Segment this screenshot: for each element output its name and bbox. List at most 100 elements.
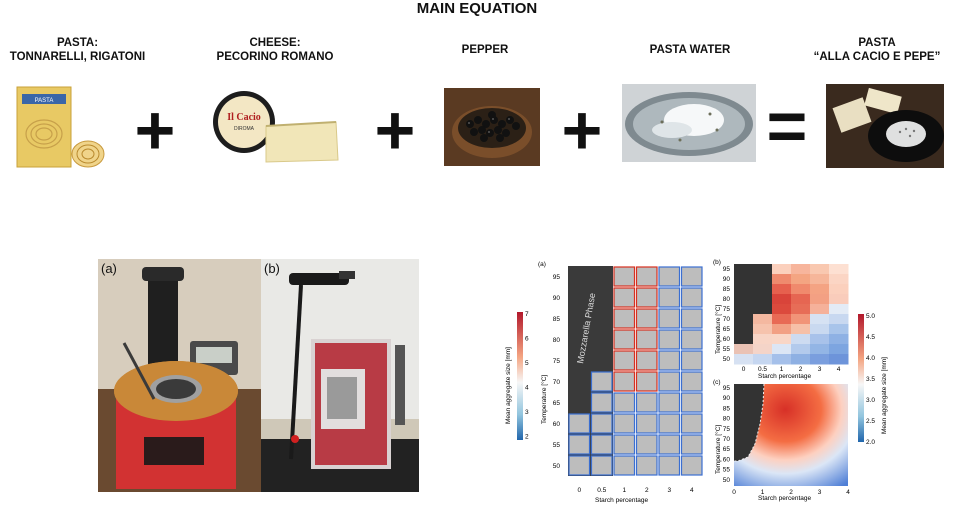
- panel-c-boundary: [734, 383, 765, 462]
- sample-cell: [613, 287, 636, 308]
- sample-cell: [613, 371, 636, 392]
- sample-cell: [658, 350, 681, 371]
- panel-b-cell: [772, 314, 792, 325]
- panel-b-ytick: 55: [723, 346, 731, 353]
- pasta-photo: PASTA: [14, 84, 106, 170]
- cheese-label-line1: CHEESE:: [249, 37, 301, 49]
- colorbar-bc-tick: 2.5: [866, 418, 875, 425]
- panel-b-cell: [734, 334, 754, 345]
- colorbar-a: [517, 312, 523, 440]
- colorbar-a-tick: 4: [525, 385, 529, 392]
- panel-a-xtick: 0.5: [597, 487, 606, 494]
- panel-b-cell: [791, 314, 811, 325]
- panel-b-xtick: 2: [799, 366, 803, 373]
- panel-b-cell: [791, 324, 811, 335]
- panel-b-cell: [772, 324, 792, 335]
- panel-a-xtick: 2: [645, 487, 649, 494]
- panel-b-cell: [734, 324, 754, 335]
- panel-b-xtick: 1: [780, 366, 784, 373]
- panel-b-cell: [734, 304, 754, 315]
- page-title: MAIN EQUATION: [416, 0, 538, 17]
- cheese-photo: Il Cacio DIROMA: [210, 86, 340, 166]
- panel-b-cell: [753, 344, 773, 355]
- plus-sign-2: +: [374, 91, 416, 169]
- pepper-photo: [444, 88, 540, 166]
- colorbar-bc: [858, 314, 864, 442]
- panel-a-xtick: 0: [577, 487, 581, 494]
- sample-cell: [680, 329, 703, 350]
- sample-cell: [590, 455, 613, 476]
- panel-c-xtick: 1: [761, 489, 765, 496]
- panel-b-cell: [829, 344, 849, 355]
- sample-cell: [613, 413, 636, 434]
- sample-cell: [635, 434, 658, 455]
- sample-cell: [613, 308, 636, 329]
- sample-cell: [658, 434, 681, 455]
- panel-b-cell: [791, 354, 811, 365]
- panel-b-cell: [791, 274, 811, 285]
- sample-cell: [613, 392, 636, 413]
- sample-cell: [635, 350, 658, 371]
- panel-b-ytick: 85: [723, 286, 731, 293]
- panel-b-ytick: 75: [723, 306, 731, 313]
- panel-b-xtick: 0.5: [758, 366, 767, 373]
- panel-b-ytick: 65: [723, 326, 731, 333]
- panel-c-ytick: 65: [723, 446, 731, 453]
- cheese-label-line2: PECORINO ROMANO: [216, 51, 334, 63]
- panel-b-cell: [734, 344, 754, 355]
- panel-c-ytick: 80: [723, 416, 731, 423]
- pasta-label-line1: PASTA:: [56, 37, 99, 49]
- panel-a-grid: [568, 266, 703, 476]
- panel-a-ytick: 75: [553, 358, 561, 365]
- panel-c-tag: (c): [713, 379, 721, 386]
- panel-a-ytick: 95: [553, 274, 561, 281]
- sample-cell: [680, 266, 703, 287]
- panel-b-cell: [791, 284, 811, 295]
- sample-cell: [568, 413, 591, 434]
- panel-c-ytick: 70: [723, 436, 731, 443]
- cheese-label: CHEESE: PECORINO ROMANO: [200, 36, 350, 64]
- panel-b-cell: [791, 304, 811, 315]
- panel-b-cell: [772, 304, 792, 315]
- panel-b-ytick: 70: [723, 316, 731, 323]
- colorbar-bc-tick: 5.0: [866, 313, 875, 320]
- panel-c-xtick: 4: [846, 489, 850, 496]
- sample-cell: [635, 455, 658, 476]
- panel-b-cell: [829, 274, 849, 285]
- panel-b-cell: [829, 284, 849, 295]
- panel-b-cell: [772, 264, 792, 275]
- panel-b-cell: [791, 334, 811, 345]
- panel-c-ytick: 75: [723, 426, 731, 433]
- sample-cell: [680, 455, 703, 476]
- sample-cell: [680, 413, 703, 434]
- panel-b-xlabel: Starch percentage: [758, 373, 812, 380]
- panel-c-ytick: 60: [723, 456, 731, 463]
- sample-cell: [680, 434, 703, 455]
- sample-cell: [680, 350, 703, 371]
- panel-c-xtick: 0: [732, 489, 736, 496]
- panel-b-cell: [734, 314, 754, 325]
- panel-b-cell: [810, 294, 830, 305]
- result-label: PASTA “ALLA CACIO E PEPE”: [800, 36, 954, 64]
- panel-b-cell: [791, 264, 811, 275]
- panel-b-cell: [829, 294, 849, 305]
- sample-cell: [613, 455, 636, 476]
- panel-b-ytick: 60: [723, 336, 731, 343]
- panel-b-cell: [829, 304, 849, 315]
- panel-c-ytick: 90: [723, 395, 731, 402]
- sample-cell: [590, 413, 613, 434]
- panel-b-cell: [753, 324, 773, 335]
- panel-b-cell: [734, 294, 754, 305]
- panel-b-cell: [829, 314, 849, 325]
- equals-sign: =: [766, 87, 808, 165]
- sample-cell: [613, 350, 636, 371]
- sample-cell: [590, 434, 613, 455]
- panel-c-xtick: 2: [789, 489, 793, 496]
- panel-a-xtick: 4: [690, 487, 694, 494]
- panel-b-cell: [753, 334, 773, 345]
